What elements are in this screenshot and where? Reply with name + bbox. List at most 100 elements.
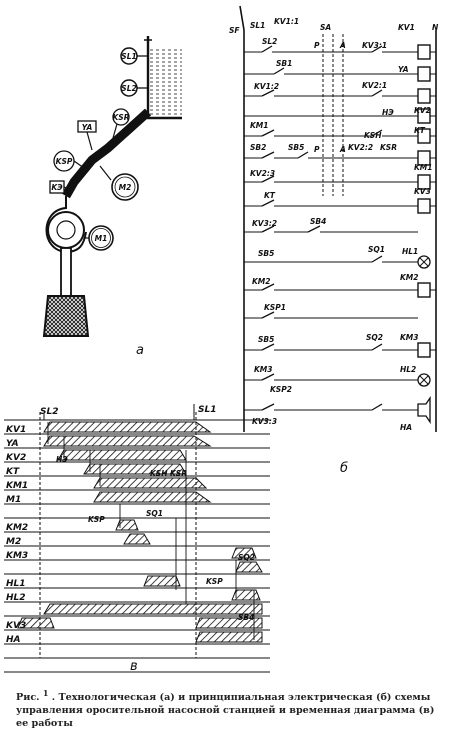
coil-km3: KM3 <box>400 333 419 342</box>
panel-a-label: а <box>136 343 144 358</box>
contact-km3: KM3 <box>254 365 273 374</box>
row-m1: M1 <box>6 495 21 505</box>
contact-sb5-a: SB5 <box>288 143 304 152</box>
sl2-label: SL2 <box>121 84 136 93</box>
horn-ha: HA <box>400 423 412 432</box>
contact-sq2: SQ2 <box>366 333 383 342</box>
contact-kv2-1: KV2:1 <box>362 81 387 90</box>
label-n: N <box>432 23 439 32</box>
level-sensor-sl1: SL1 <box>120 47 148 65</box>
row-ya: YA <box>6 439 19 449</box>
pump-m1: M1 <box>45 196 114 254</box>
coil-kt: KT <box>414 126 426 135</box>
contact-sb2: SB2 <box>250 143 266 152</box>
contact-kv2-3: KV2:3 <box>250 169 275 178</box>
contact-kv3-2: KV3:2 <box>252 219 277 228</box>
label-kv3-1: KV3:1 <box>362 41 387 50</box>
m2-label: M2 <box>119 183 132 192</box>
annot-sq2: SQ2 <box>238 553 255 562</box>
pressure-sensor-ksp: KSP <box>53 150 85 172</box>
lamp-hl2: HL2 <box>400 365 416 374</box>
sa-pos-a1: A <box>339 41 346 50</box>
row-kv1: KV1 <box>6 425 26 435</box>
row-kt: KT <box>6 467 20 477</box>
suction-pipe <box>42 247 90 337</box>
panel-b <box>239 5 437 432</box>
row-ha: HA <box>6 635 21 645</box>
panel-a: SL1 SL2 YA KSR KSP <box>42 36 182 358</box>
contact-sb5-b: SB5 <box>258 249 274 258</box>
contact-kv3-3: KV3:3 <box>252 417 277 426</box>
annot-ksr: KSR <box>170 469 187 478</box>
caption-number: 1 <box>42 688 49 698</box>
pressure-sensor-ksr: KSR <box>112 108 130 139</box>
contact-sl2: SL2 <box>262 37 277 46</box>
contact-ksr: KSR <box>380 143 397 152</box>
sa-pos-p1: P <box>314 41 320 50</box>
timing-row-labels: KV1 YA KV2 KT KM1 M1 KM2 M2 KM3 HL1 HL2 … <box>6 425 28 645</box>
sa-pos-a2: A <box>339 145 346 154</box>
row-hl2: HL2 <box>6 593 26 603</box>
row-kv3: KV3 <box>6 621 26 631</box>
label-kv1-1: KV1:1 <box>274 17 299 26</box>
ke-label: KЭ <box>51 183 63 192</box>
ya-label: YA <box>82 123 93 132</box>
caption-prefix: Рис. <box>16 692 40 704</box>
m1-label: M1 <box>95 234 108 243</box>
sa-pos-p2: P <box>314 145 320 154</box>
contact-sq1: SQ1 <box>368 245 385 254</box>
sl1-label: SL1 <box>121 52 136 61</box>
contact-sb1: SB1 <box>276 59 292 68</box>
annot-he: HЭ <box>56 455 68 464</box>
coil-km1: KM1 <box>414 163 433 172</box>
reservoir <box>144 36 182 120</box>
annot-sq1: SQ1 <box>146 509 163 518</box>
row-km2: KM2 <box>6 523 28 533</box>
coil-kv3: KV3 <box>414 187 431 196</box>
contact-sb5-c: SB5 <box>258 335 274 344</box>
panel-c-label: в <box>130 659 138 674</box>
label-sf: SF <box>229 26 240 35</box>
panel-b-labels: SF SL1 KV1:1 SA KV3:1 KV1 N SL2 SB1 KV1:… <box>229 17 439 476</box>
row-km1: KM1 <box>6 481 28 491</box>
coil-small-he: HЭ <box>382 108 394 117</box>
marker-sl1: SL1 <box>198 405 216 415</box>
discharge-pipe <box>62 108 152 199</box>
ksr-label: KSR <box>113 113 130 122</box>
label-kv1-top: KV1 <box>398 23 415 32</box>
row-km3: KM3 <box>6 551 28 561</box>
label-sa: SA <box>320 23 331 32</box>
annot-sb4: SB4 <box>238 613 254 622</box>
panel-b-label: б <box>340 461 348 476</box>
annot-ksh: KSH <box>150 469 168 478</box>
valve-ya: YA <box>77 120 97 151</box>
contact-kt: KT <box>264 191 276 200</box>
contact-sb4: SB4 <box>310 217 326 226</box>
element-ke: KЭ <box>49 180 71 194</box>
row-m2: M2 <box>6 537 21 547</box>
contact-ksp1: KSP1 <box>264 303 286 312</box>
level-sensor-sl2: SL2 <box>120 79 148 97</box>
caption-text: . Технологическая (а) и принципиальная э… <box>16 692 435 730</box>
ksp-label: KSP <box>56 157 73 166</box>
annot-ksp-1: KSP <box>88 515 105 524</box>
label-sl1-contact: SL1 <box>250 21 265 30</box>
contact-km1: KM1 <box>250 121 269 130</box>
panel-c: SL2 SL1 KV1 YA KV2 KT KM1 M1 KM2 M2 KM3 … <box>4 404 270 674</box>
coil-small-ksh: KSH <box>364 131 382 140</box>
lamp-hl1: HL1 <box>402 247 418 256</box>
row-hl1: HL1 <box>6 579 26 589</box>
figure-canvas: SL1 SL2 YA KSR KSP <box>4 5 439 674</box>
contact-kv2-2: KV2:2 <box>348 143 373 152</box>
contact-km2: KM2 <box>252 277 271 286</box>
figure-caption: Рис. 1 . Технологическая (а) и принципиа… <box>16 687 446 730</box>
contact-ksp2: KSP2 <box>270 385 292 394</box>
coil-ya: YA <box>398 65 409 74</box>
motor-m2: M2 <box>99 165 139 201</box>
marker-sl2: SL2 <box>40 407 58 417</box>
contact-kv1-2: KV1:2 <box>254 82 279 91</box>
row-kv2: KV2 <box>6 453 26 463</box>
annot-ksp-2: KSP <box>206 577 223 586</box>
coil-km2: KM2 <box>400 273 419 282</box>
coil-kv2: KV2 <box>414 106 431 115</box>
